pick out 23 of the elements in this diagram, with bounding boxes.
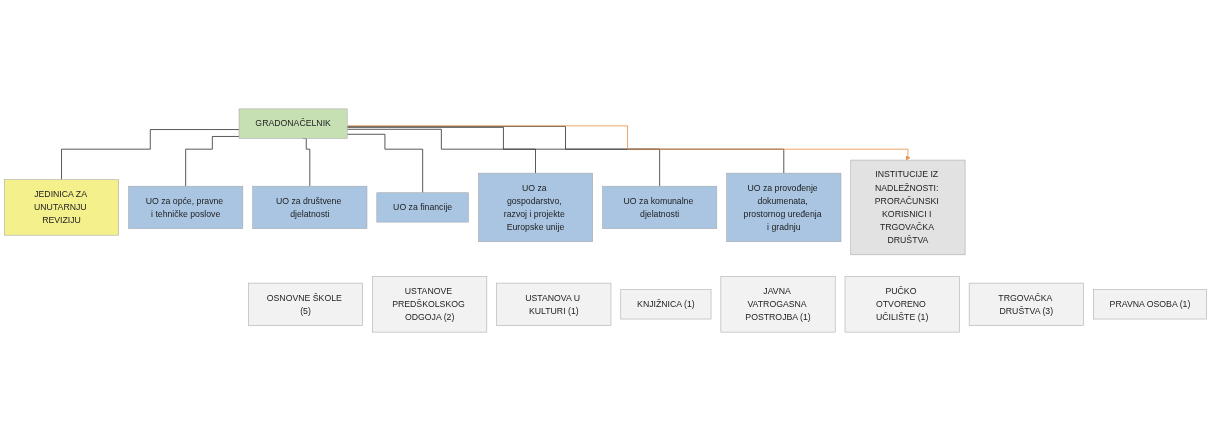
node-box: UO za društvene djelatnosti	[252, 185, 368, 229]
node-box: GRADONAČELNIK	[238, 108, 348, 139]
connector	[346, 128, 536, 174]
node-box: JAVNA VATROGASNA POSTROJBA (1)	[720, 276, 836, 333]
connector	[346, 133, 424, 194]
node-box: USTANOVA U KULTURI (1)	[496, 282, 612, 326]
node-box: JEDINICA ZA UNUTARNJU REVIZIJU	[4, 179, 119, 236]
connector	[346, 126, 661, 187]
node-box: UO za financije	[376, 192, 469, 223]
node-box: TRGOVAČKA DRUŠTVA (3)	[968, 282, 1084, 326]
connector	[185, 136, 240, 187]
node-box: KNJIŽNICA (1)	[620, 289, 712, 320]
node-box: PRAVNA OSOBA (1)	[1093, 289, 1207, 320]
node-box: UO za komunalne djelatnosti	[602, 185, 718, 229]
node-box: UO za gospodarstvo, razvoj i projekte Europske unije	[478, 172, 593, 242]
node-box: PUČKO OTVORENO UČILIŠTE (1)	[844, 276, 960, 333]
node-box: OSNOVNE ŠKOLE (5)	[248, 282, 363, 326]
connector	[61, 129, 240, 181]
node-box: UO za opće, pravne i tehničke poslove	[128, 185, 244, 229]
connector	[346, 126, 785, 174]
node-box: UO za provođenje dokumenata, prostornog uređenja i gradnju	[726, 172, 842, 242]
node-box: USTANOVE PREDŠKOLSKOG ODGOJA (2)	[372, 276, 488, 333]
node-box: INSTITUCIJE IZ NADLEŽNOSTI: PRORAČUNSKI KORISNICI I TRGOVAČKA DRUŠTVA	[850, 159, 966, 256]
